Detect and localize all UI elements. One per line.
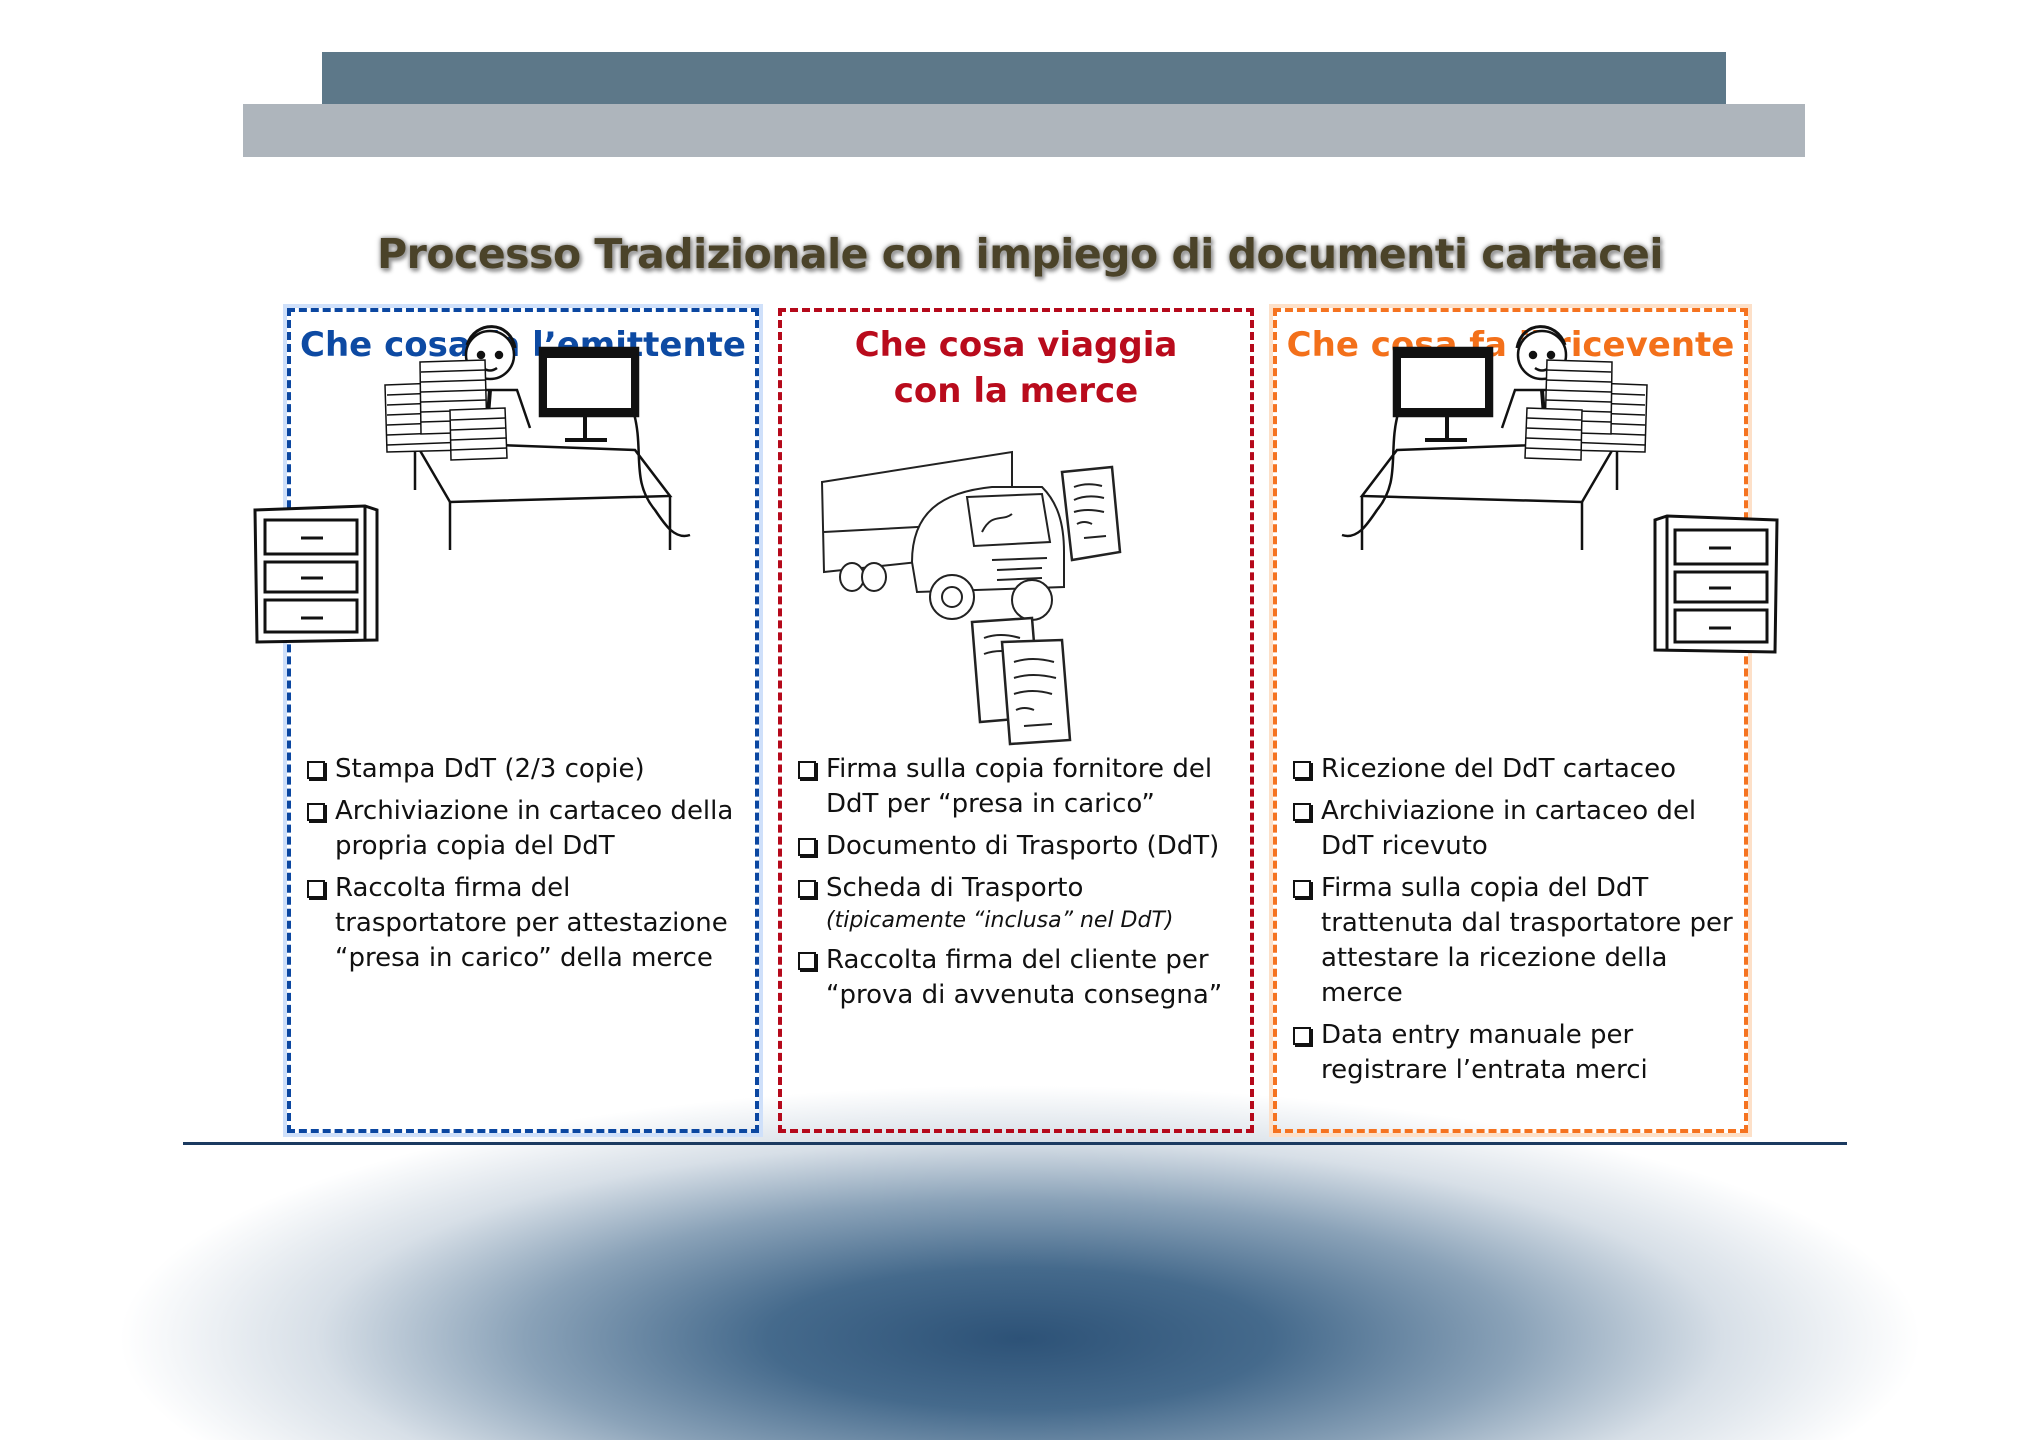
list-item: Ricezione del DdT cartaceo — [1291, 752, 1738, 787]
checkbox-bullet-icon — [798, 952, 816, 970]
column-heading: Che cosa fa l’emittente — [300, 325, 746, 365]
office-worker-icon — [1341, 325, 1779, 654]
column-emittente: Che cosa fa l’emittente — [253, 308, 759, 1133]
column-ricevente: Che cosa fa il ricevente — [1273, 308, 1779, 1133]
list-item: Data entry manuale per registrare l’entr… — [1291, 1018, 1738, 1088]
truck-icon — [820, 450, 1122, 746]
checkbox-bullet-icon — [798, 880, 816, 898]
list-item: Documento di Trasporto (DdT) — [796, 829, 1244, 864]
slide-title: Processo Tradizionale con impiego di doc… — [377, 230, 1663, 278]
list-item: Archiviazione in cartaceo della propria … — [305, 794, 749, 864]
emittente-list: Stampa DdT (2/3 copie) Archiviazione in … — [305, 752, 749, 983]
header-bar-dark — [322, 52, 1726, 104]
checkbox-bullet-icon — [307, 761, 325, 779]
office-worker-icon — [253, 325, 691, 644]
list-item: Firma sulla copia fornitore del DdT per … — [796, 752, 1244, 822]
checkbox-bullet-icon — [1293, 761, 1311, 779]
list-item: Firma sulla copia del DdT trattenuta dal… — [1291, 871, 1738, 1011]
column-heading: Che cosa viaggia con la merce — [854, 325, 1178, 411]
checkbox-bullet-icon — [307, 880, 325, 898]
checkbox-bullet-icon — [307, 803, 325, 821]
checkbox-bullet-icon — [798, 838, 816, 856]
list-item: Raccolta firma del trasportatore per att… — [305, 871, 749, 976]
list-item-note: (tipicamente “inclusa” nel DdT) — [826, 908, 1174, 933]
checkbox-bullet-icon — [798, 761, 816, 779]
list-item: Stampa DdT (2/3 copie) — [305, 752, 749, 787]
viaggia-list: Firma sulla copia fornitore del DdT per … — [796, 752, 1244, 1020]
list-item: Archiviazione in cartaceo del DdT ricevu… — [1291, 794, 1738, 864]
list-item: Scheda di Trasporto(tipicamente “inclusa… — [796, 871, 1244, 936]
list-item: Raccolta firma del cliente per “prova di… — [796, 943, 1244, 1013]
footer-divider — [183, 1142, 1847, 1145]
column-heading: Che cosa fa il ricevente — [1286, 325, 1735, 365]
ricevente-list: Ricezione del DdT cartaceo Archiviazione… — [1291, 752, 1738, 1095]
column-viaggia: Che cosa viaggia con la merce — [778, 308, 1254, 1133]
header-bar-light — [243, 104, 1805, 157]
checkbox-bullet-icon — [1293, 1027, 1311, 1045]
checkbox-bullet-icon — [1293, 880, 1311, 898]
checkbox-bullet-icon — [1293, 803, 1311, 821]
